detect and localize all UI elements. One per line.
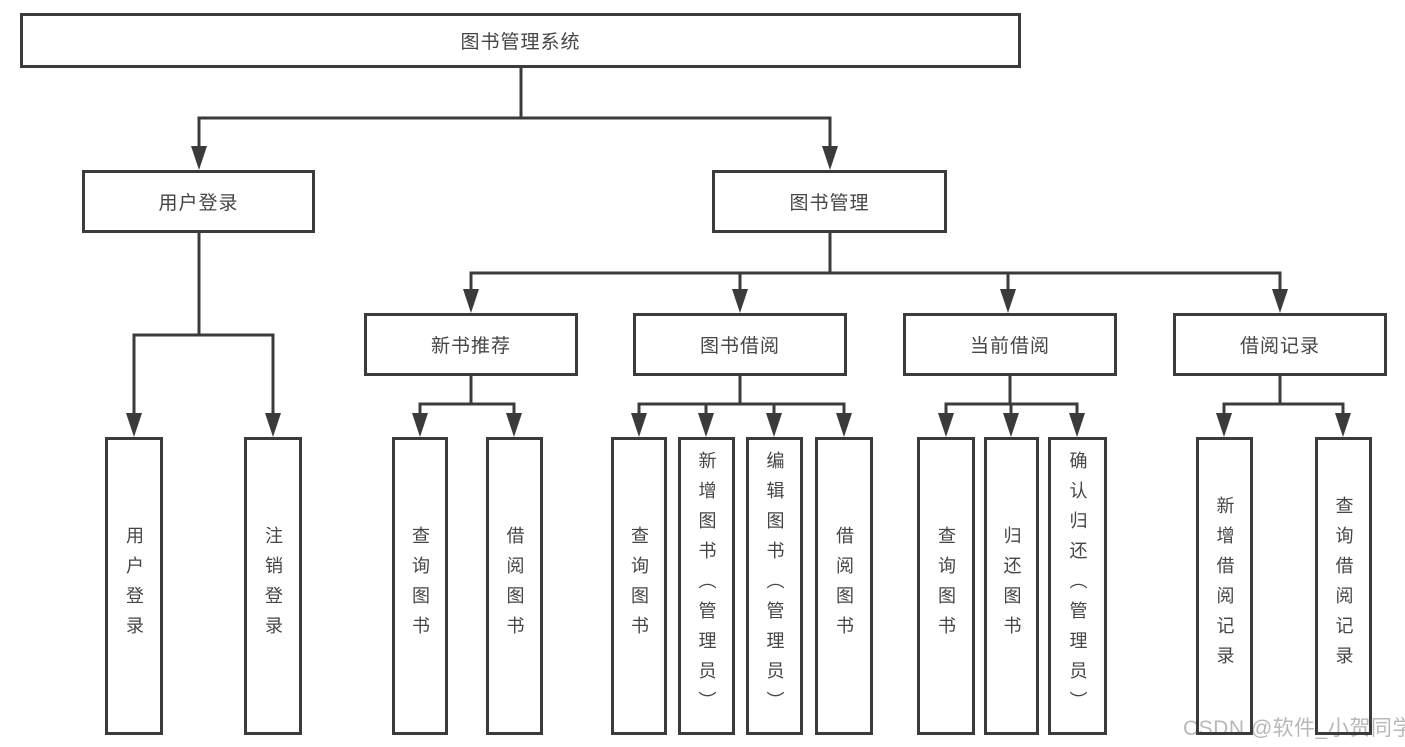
leaf-borrow-add-books-admin: 新增图书（管理员） xyxy=(678,437,735,735)
leaf-borrow-add-books-admin-label: 新增图书（管理员） xyxy=(696,451,717,721)
arrowheads xyxy=(126,146,1351,437)
leaf-current-return-books-label: 归还图书 xyxy=(1001,526,1022,646)
leaf-newrec-query-books-label: 查询图书 xyxy=(410,526,430,646)
leaf-current-return-books: 归还图书 xyxy=(984,437,1039,735)
node-book-management: 图书管理 xyxy=(712,170,947,233)
leaf-current-query-books: 查询图书 xyxy=(917,437,975,735)
leaf-current-confirm-return-admin: 确认归还（管理员） xyxy=(1048,437,1107,735)
leaf-user-login: 用户登录 xyxy=(105,437,163,735)
node-user-login: 用户登录 xyxy=(82,170,315,233)
node-user-login-label: 用户登录 xyxy=(158,193,239,214)
node-new-book-recommend-label: 新书推荐 xyxy=(430,336,511,357)
leaf-logout-label: 注销登录 xyxy=(263,526,283,646)
leaf-current-confirm-return-admin-label: 确认归还（管理员） xyxy=(1067,451,1088,721)
leaf-records-query-record-label: 查询借阅记录 xyxy=(1333,496,1354,676)
leaf-user-login-label: 用户登录 xyxy=(124,526,144,646)
node-new-book-recommend: 新书推荐 xyxy=(364,313,578,376)
leaf-newrec-borrow-books-label: 借阅图书 xyxy=(504,526,525,646)
node-book-borrow-label: 图书借阅 xyxy=(699,336,780,357)
leaf-borrow-borrow-books-label: 借阅图书 xyxy=(834,526,854,646)
leaf-newrec-borrow-books: 借阅图书 xyxy=(486,437,543,735)
node-current-borrow-label: 当前借阅 xyxy=(969,336,1050,357)
node-root-label: 图书管理系统 xyxy=(460,32,581,53)
node-root: 图书管理系统 xyxy=(20,13,1021,68)
leaf-logout: 注销登录 xyxy=(244,437,302,735)
leaf-records-add-record-label: 新增借阅记录 xyxy=(1214,496,1235,676)
leaf-records-add-record: 新增借阅记录 xyxy=(1196,437,1253,735)
leaf-borrow-query-books-label: 查询图书 xyxy=(629,526,649,646)
csdn-watermark: CSDN @软件_小贺同学 xyxy=(1183,717,1405,740)
leaf-current-query-books-label: 查询图书 xyxy=(936,526,956,646)
node-borrow-records: 借阅记录 xyxy=(1173,313,1387,376)
node-current-borrow: 当前借阅 xyxy=(903,313,1117,376)
leaf-borrow-query-books: 查询图书 xyxy=(611,437,667,735)
node-book-management-label: 图书管理 xyxy=(789,193,870,214)
node-book-borrow: 图书借阅 xyxy=(633,313,847,376)
leaf-records-query-record: 查询借阅记录 xyxy=(1315,437,1372,735)
leaf-borrow-edit-books-admin: 编辑图书（管理员） xyxy=(746,437,803,735)
node-borrow-records-label: 借阅记录 xyxy=(1239,336,1320,357)
leaf-borrow-edit-books-admin-label: 编辑图书（管理员） xyxy=(764,451,785,721)
leaf-borrow-borrow-books: 借阅图书 xyxy=(815,437,873,735)
leaf-newrec-query-books: 查询图书 xyxy=(392,437,448,735)
